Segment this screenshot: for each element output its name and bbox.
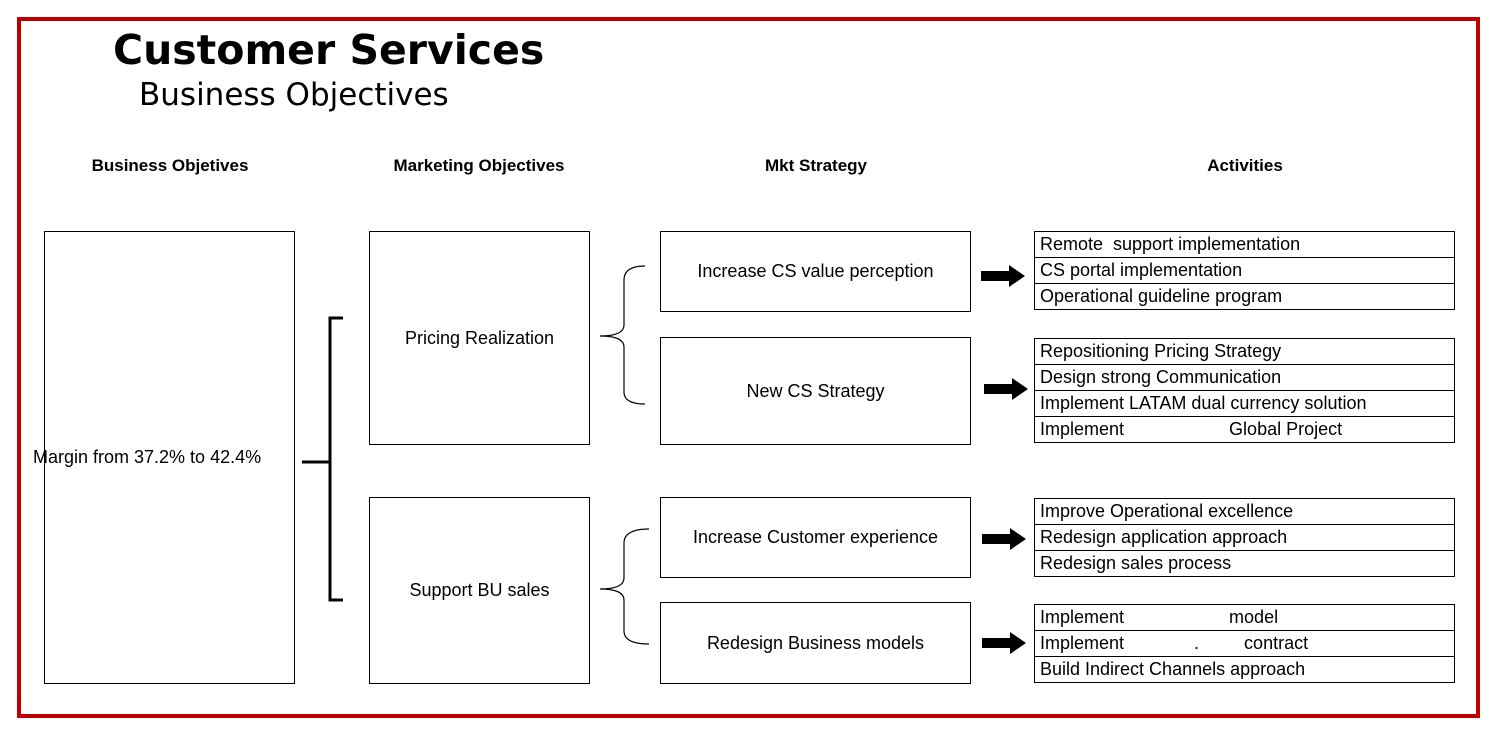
- page-subtitle: Business Objectives: [139, 77, 449, 113]
- bracket-pricing-strategies: [599, 265, 646, 405]
- bracket-business-marketing: [302, 316, 343, 602]
- column-header-marketing: Marketing Objectives: [393, 156, 565, 175]
- activity-item: Improve Operational excellence: [1035, 499, 1454, 525]
- activity-item: Implement Global Project: [1035, 417, 1454, 443]
- strategy-box: Redesign Business models: [660, 602, 971, 684]
- activity-item: Design strong Communication: [1035, 365, 1454, 391]
- strategy-box: Increase Customer experience: [660, 497, 971, 578]
- page-title: Customer Services: [113, 26, 545, 74]
- activity-item: Redesign sales process: [1035, 551, 1454, 577]
- activity-group: Improve Operational excellence Redesign …: [1034, 498, 1455, 577]
- activity-item: Repositioning Pricing Strategy: [1035, 339, 1454, 365]
- business-objective-label: Margin from 37.2% to 42.4%: [33, 447, 262, 467]
- activity-item: Operational guideline program: [1035, 284, 1454, 310]
- bracket-sales-strategies: [599, 528, 650, 645]
- diagram-frame: [17, 17, 1480, 718]
- column-header-business: Business Objetives: [91, 156, 249, 175]
- column-header-strategy: Mkt Strategy: [764, 156, 868, 175]
- business-objective-box: Margin from 37.2% to 42.4%: [33, 231, 295, 684]
- strategy-box: New CS Strategy: [660, 337, 971, 445]
- activity-item: Implement . contract: [1035, 631, 1454, 657]
- right-arrow-icon: [982, 632, 1026, 654]
- strategy-box: Increase CS value perception: [660, 231, 971, 312]
- right-arrow-icon: [981, 265, 1025, 287]
- column-header-activities: Activities: [1207, 156, 1283, 175]
- marketing-objective-label: Support BU sales: [409, 580, 550, 600]
- marketing-objective-label: Pricing Realization: [404, 327, 555, 348]
- activity-item: CS portal implementation: [1035, 258, 1454, 284]
- activity-group: Remote support implementation CS portal …: [1034, 231, 1455, 310]
- activity-item: Build Indirect Channels approach: [1035, 657, 1454, 683]
- strategy-label: Redesign Business models: [706, 632, 925, 653]
- right-arrow-icon: [982, 528, 1026, 550]
- strategy-label: Increase CS value perception: [697, 261, 934, 281]
- right-arrow-icon: [984, 378, 1028, 400]
- activity-group: Implement model Implement . contract Bui…: [1034, 604, 1455, 683]
- strategy-label: Increase Customer experience: [692, 527, 939, 547]
- activity-item: Redesign application approach: [1035, 525, 1454, 551]
- activity-item: Implement model: [1035, 605, 1454, 631]
- activity-group: Repositioning Pricing Strategy Design st…: [1034, 338, 1455, 443]
- marketing-objective-box: Support BU sales: [369, 497, 590, 684]
- activity-item: Implement LATAM dual currency solution: [1035, 391, 1454, 417]
- activity-item: Remote support implementation: [1035, 232, 1454, 258]
- strategy-label: New CS Strategy: [746, 380, 885, 401]
- marketing-objective-box: Pricing Realization: [369, 231, 590, 445]
